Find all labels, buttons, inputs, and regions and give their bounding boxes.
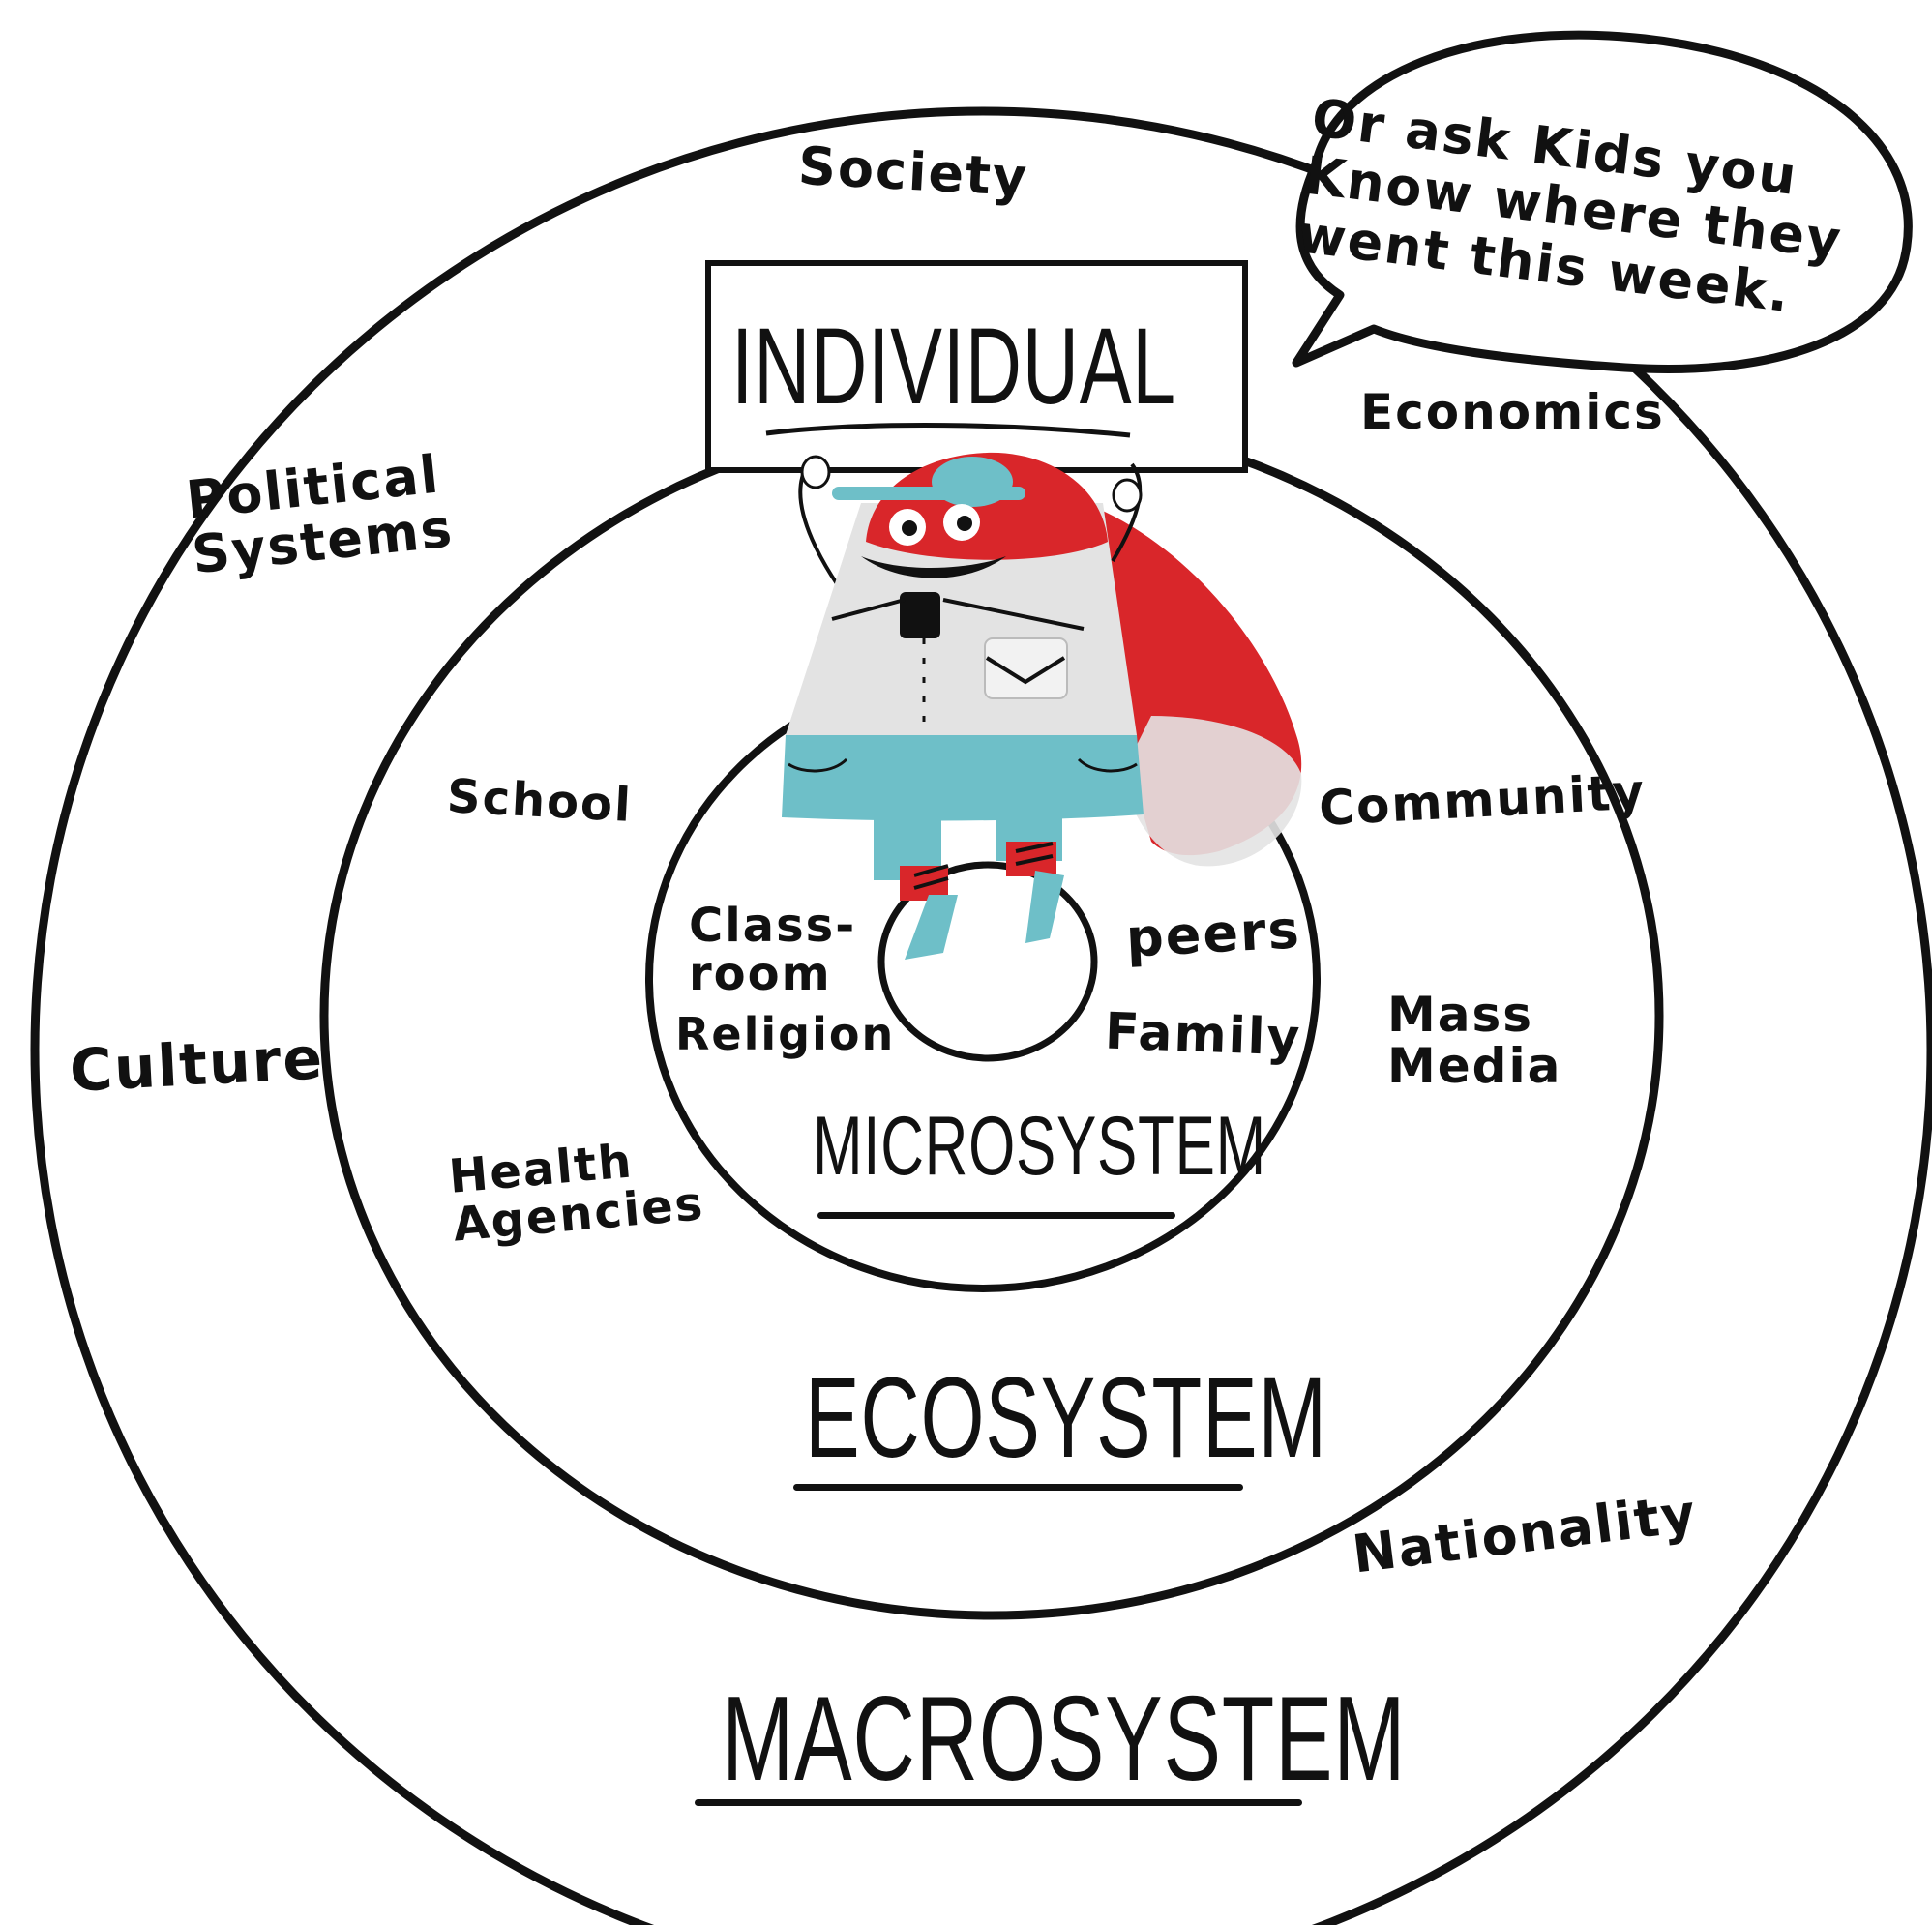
label-health-agencies: Health Agencies [446, 1134, 707, 1253]
label-classroom: Class- room [689, 899, 857, 1002]
microsystem-underline [817, 1212, 1175, 1219]
ecosystem-underline [793, 1484, 1243, 1491]
macrosystem-ring [30, 106, 1932, 1925]
individual-sign [705, 260, 1248, 473]
character-pupil-left [902, 520, 917, 536]
label-peers: peers [1124, 899, 1303, 969]
macrosystem-underline [695, 1799, 1302, 1806]
character-cape-fold [1122, 716, 1302, 867]
macrosystem-title: MACROSYSTEM [722, 1673, 1407, 1806]
ecosystem-title: ECOSYSTEM [805, 1354, 1327, 1482]
speech-bubble-shape [1292, 30, 1913, 373]
character-sock-stripes [913, 842, 1054, 890]
character-hand-right [1112, 478, 1143, 513]
label-culture: Culture [68, 1024, 326, 1106]
microsystem-title: MICROSYSTEM [813, 1100, 1266, 1193]
character-whistle [900, 592, 940, 638]
label-society: Society [796, 134, 1030, 209]
character-collar [831, 598, 1085, 631]
individual-underline [765, 423, 1131, 438]
character-body-bottom [782, 735, 1144, 821]
label-family: Family [1104, 1002, 1303, 1068]
character-pupil-right [957, 516, 972, 531]
label-school: School [445, 769, 634, 833]
character-shorts-left [788, 757, 848, 773]
character-shoe-right [1025, 871, 1064, 943]
label-economics: Economics [1360, 384, 1665, 440]
character-head [866, 452, 1108, 560]
label-mass-media: Mass Media [1387, 987, 1562, 1094]
label-religion: Religion [675, 1008, 896, 1060]
character-shoe-left [905, 895, 958, 960]
individual-circle [877, 861, 1098, 1062]
character-pocket-flap [985, 656, 1066, 685]
character-hand-left [800, 455, 831, 489]
character-shorts-right [1077, 757, 1138, 773]
character-cap-brim [832, 487, 1025, 500]
character-pocket [984, 637, 1068, 699]
character-smile [861, 556, 1006, 578]
individual-title: INDIVIDUAL [731, 306, 1176, 427]
